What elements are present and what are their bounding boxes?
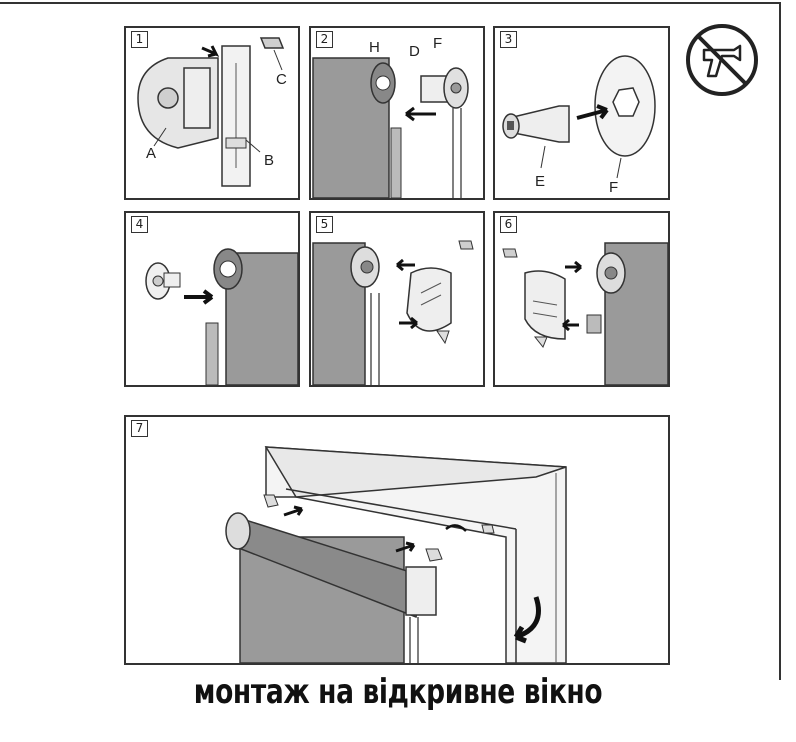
caption: монтаж на відкривне вікно xyxy=(193,672,603,712)
label-d: D xyxy=(409,43,420,60)
adapter-washer-illustration: E F xyxy=(502,55,656,196)
step-number: 1 xyxy=(131,31,148,48)
label-f: F xyxy=(433,35,442,52)
step-number: 4 xyxy=(131,216,148,233)
step-number: 3 xyxy=(500,31,517,48)
label-a: A xyxy=(146,145,156,162)
step-number: 5 xyxy=(316,216,333,233)
label-h: H xyxy=(369,39,380,56)
step-4-panel: 4 xyxy=(124,211,300,387)
label-e: E xyxy=(535,173,545,190)
step-number: 7 xyxy=(131,420,148,437)
step-3-panel: 3 E F xyxy=(493,26,670,200)
mount-roller-illustration xyxy=(502,242,668,385)
bracket-assembly-illustration: A B C xyxy=(137,37,287,187)
roller-end-cap-illustration: H D F xyxy=(312,35,469,198)
no-glue-gun-icon xyxy=(686,24,758,96)
step-number: 6 xyxy=(500,216,517,233)
step-5-panel: 5 xyxy=(309,211,485,387)
step-2-panel: 2 H D F xyxy=(309,26,485,200)
label-f: F xyxy=(609,179,618,196)
window-installation-illustration xyxy=(225,446,567,663)
attach-bracket-illustration xyxy=(312,240,474,385)
step-number: 2 xyxy=(316,31,333,48)
step-7-panel: 7 xyxy=(124,415,670,665)
insert-adapter-illustration xyxy=(145,248,298,385)
label-b: B xyxy=(264,152,274,169)
step-1-panel: 1 A B C xyxy=(124,26,300,200)
label-c: C xyxy=(276,71,287,88)
step-6-panel: 6 xyxy=(493,211,670,387)
